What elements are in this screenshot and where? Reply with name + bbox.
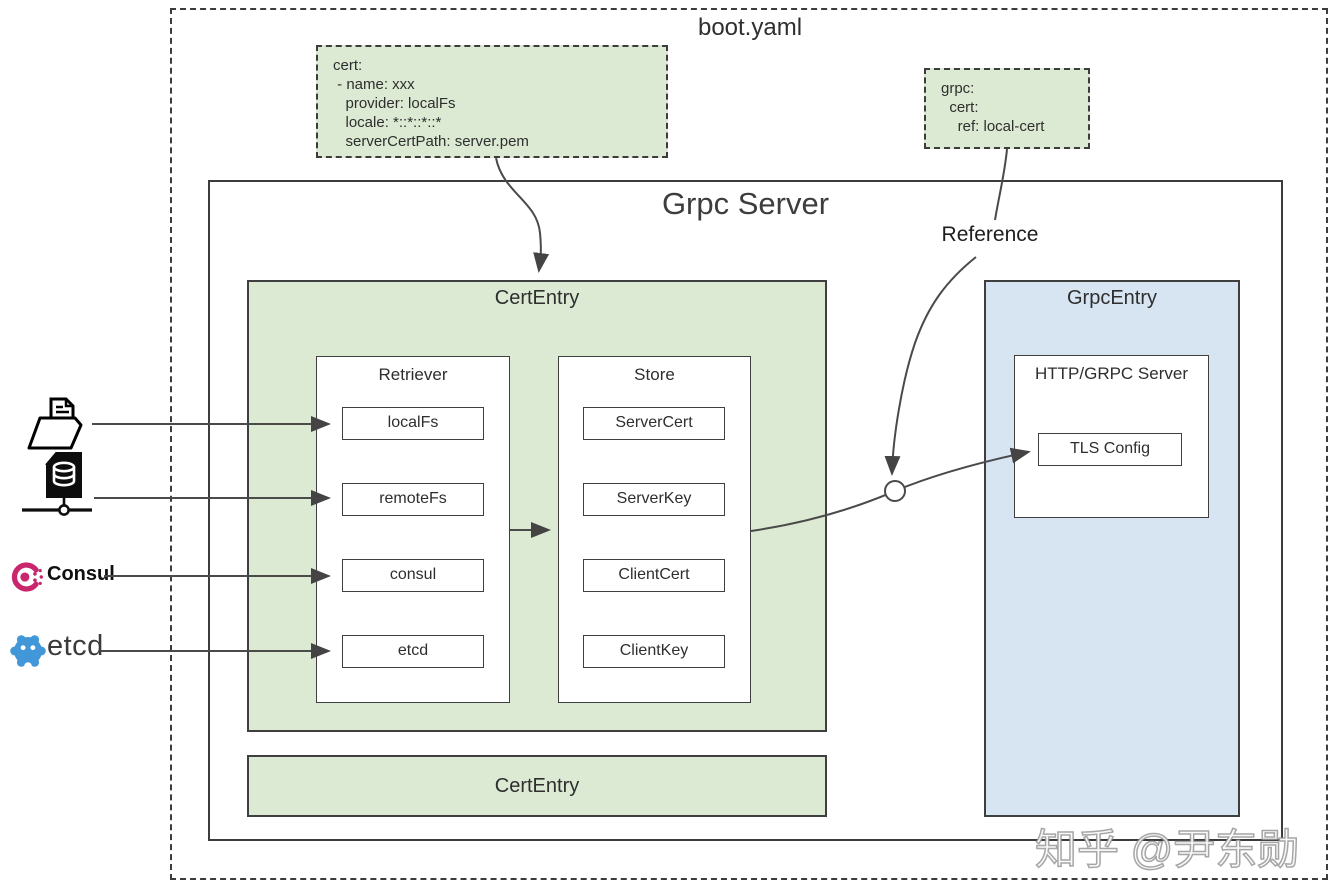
retriever-item-etcd: etcd (342, 635, 484, 668)
retriever-item-remotefs: remoteFs (342, 483, 484, 516)
boot-yaml-title: boot.yaml (697, 14, 803, 41)
cert-yaml-snippet: cert: - name: xxx provider: localFs loca… (316, 45, 668, 158)
retriever-title: Retriever (378, 365, 448, 384)
consul-logo-icon (11, 562, 43, 592)
store-item-serverkey: ServerKey (583, 483, 725, 516)
etcd-logo-icon (10, 635, 46, 670)
retriever-item-consul: consul (342, 559, 484, 592)
store-title: Store (634, 365, 675, 384)
store-item-clientcert: ClientCert (583, 559, 725, 592)
local-file-folder-icon (27, 397, 83, 450)
zhihu-watermark: 知乎 @尹东勋 (1034, 825, 1300, 874)
cert-entry-bottom-box: CertEntry (247, 755, 827, 817)
grpc-entry-title: GrpcEntry (1066, 287, 1158, 309)
grpc-server-title: Grpc Server (661, 186, 830, 221)
grpc-yaml-snippet: grpc: cert: ref: local-cert (924, 68, 1090, 149)
store-item-clientkey: ClientKey (583, 635, 725, 668)
etcd-label: etcd (47, 630, 104, 662)
reference-label: Reference (941, 223, 1039, 246)
store-item-servercert: ServerCert (583, 407, 725, 440)
consul-label: Consul (47, 563, 115, 585)
tls-config-box: TLS Config (1038, 433, 1182, 466)
remote-file-server-icon (22, 452, 92, 516)
retriever-item-localfs: localFs (342, 407, 484, 440)
http-grpc-server-title: HTTP/GRPC Server (1034, 364, 1189, 383)
cert-entry-title: CertEntry (494, 287, 580, 309)
